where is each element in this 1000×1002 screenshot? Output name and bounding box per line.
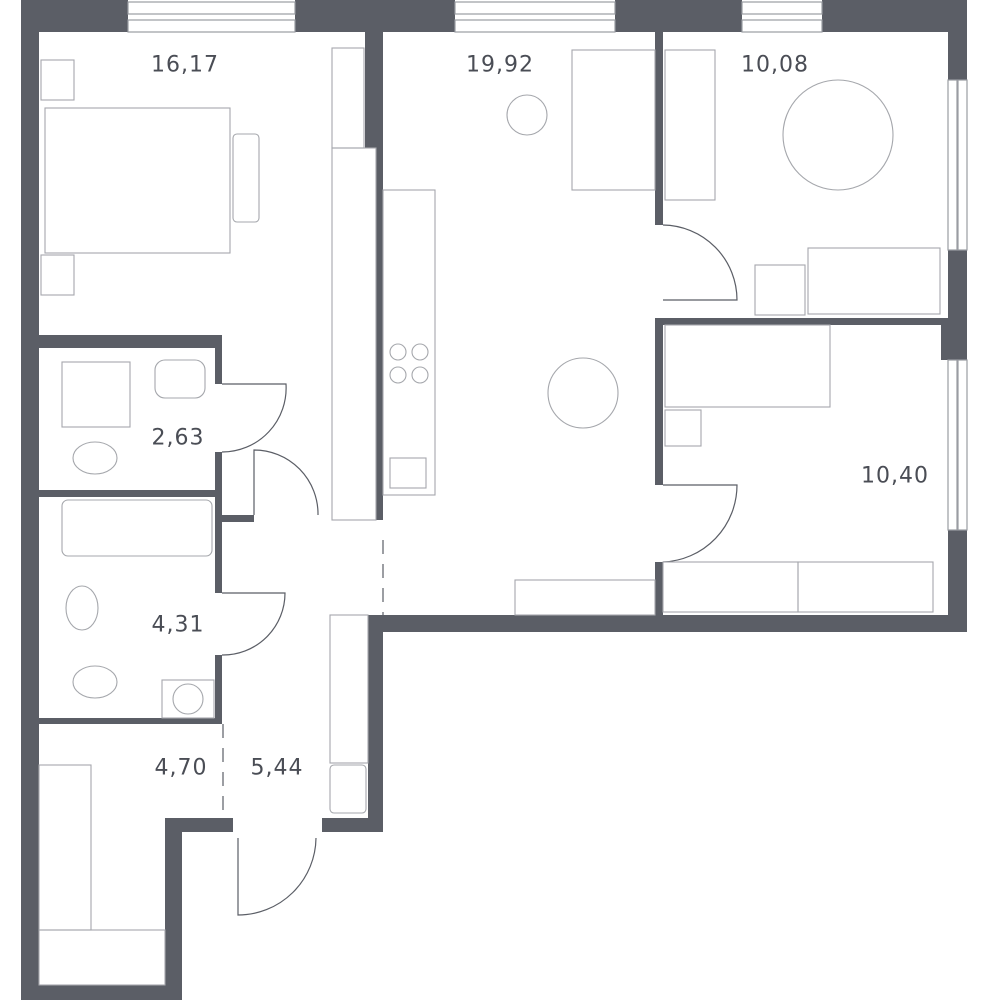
furniture-outline	[154, 359, 206, 399]
wall-segment	[39, 335, 222, 348]
furniture-outline	[411, 343, 429, 361]
wall-segment	[948, 0, 967, 80]
wall-segment	[39, 490, 222, 497]
room-area-kids-room-1: 10,08	[741, 52, 809, 78]
wall-segment	[615, 0, 742, 32]
room-area-storage: 4,70	[154, 755, 208, 781]
door-swing	[237, 837, 317, 916]
furniture-outline	[664, 324, 831, 408]
shower	[61, 361, 131, 428]
furniture-outline	[506, 94, 548, 136]
window-pane	[454, 19, 616, 33]
furniture-outline	[72, 665, 118, 699]
wall-segment	[222, 515, 254, 522]
furniture-outline	[65, 585, 99, 631]
door-swing	[662, 484, 738, 563]
bathtub	[61, 499, 213, 557]
door-swing	[222, 540, 384, 818]
wall-segment	[655, 325, 663, 485]
wall-segment	[376, 148, 383, 520]
window-pane	[741, 1, 823, 15]
furniture-outline	[40, 59, 75, 101]
furniture-outline	[38, 764, 92, 931]
wall-segment	[655, 562, 663, 615]
window-pane	[741, 19, 823, 33]
wall-segment	[165, 818, 182, 1000]
window-pane	[127, 1, 296, 15]
bed	[44, 107, 231, 254]
furniture-outline	[329, 764, 367, 814]
wall-segment	[822, 0, 967, 32]
room-area-bathroom-small: 2,63	[151, 425, 205, 451]
room-area-kids-room-2: 10,40	[861, 463, 929, 489]
wall-segment	[295, 0, 455, 32]
room-area-living-kitchen: 19,92	[466, 52, 534, 78]
wardrobe	[331, 147, 377, 521]
window-pane	[947, 79, 958, 251]
room-area-bedroom: 16,17	[151, 52, 219, 78]
window-pane	[454, 1, 616, 15]
wall-segment	[215, 452, 222, 497]
door-swing	[221, 592, 286, 656]
furniture-outline	[38, 929, 166, 986]
sofa	[571, 49, 656, 191]
furniture-outline	[40, 254, 75, 296]
room-area-bathroom: 4,31	[151, 612, 205, 638]
kitchen-counter	[382, 189, 436, 496]
furniture-outline	[172, 683, 204, 715]
furniture-outline	[411, 366, 429, 384]
window-pane	[957, 79, 968, 251]
furniture-outline	[331, 47, 365, 149]
furniture-outline	[754, 264, 806, 316]
furniture-outline	[514, 579, 656, 616]
furniture-outline	[389, 366, 407, 384]
wall-segment	[215, 497, 222, 593]
doors	[221, 224, 738, 916]
wall-segment	[39, 718, 222, 724]
furniture-outline	[782, 79, 894, 191]
furniture-outline	[807, 247, 941, 315]
furniture-outline	[161, 679, 215, 719]
door-swing	[221, 383, 287, 453]
wall-segment	[655, 32, 663, 225]
furniture-outline	[664, 409, 702, 447]
window-pane	[957, 359, 968, 531]
windows	[127, 1, 968, 531]
window-pane	[127, 19, 296, 33]
wall-segment	[368, 615, 967, 632]
furniture-outline	[329, 614, 369, 764]
furniture-outline	[389, 457, 427, 489]
wall-segment	[941, 318, 967, 360]
wall-segment	[21, 0, 39, 1000]
walls	[21, 0, 967, 1000]
furniture-outline	[664, 49, 716, 201]
wall-segment	[948, 530, 967, 632]
wall-segment	[365, 32, 383, 148]
door-swing	[253, 449, 319, 516]
door-swing	[662, 224, 738, 301]
room-area-hallway: 5,44	[250, 755, 304, 781]
wall-segment	[215, 348, 222, 384]
wall-segment	[322, 818, 383, 832]
wall-segment	[655, 318, 948, 325]
furniture-outline	[662, 561, 799, 613]
furniture-outline	[232, 133, 260, 223]
furniture-outline	[72, 441, 118, 475]
wall-segment	[215, 655, 222, 724]
furniture	[38, 47, 941, 986]
wall-segment	[21, 985, 182, 1000]
furniture-outline	[797, 561, 934, 613]
furniture-outline	[389, 343, 407, 361]
wall-segment	[368, 615, 383, 832]
window-pane	[947, 359, 958, 531]
dining-table	[547, 357, 619, 429]
